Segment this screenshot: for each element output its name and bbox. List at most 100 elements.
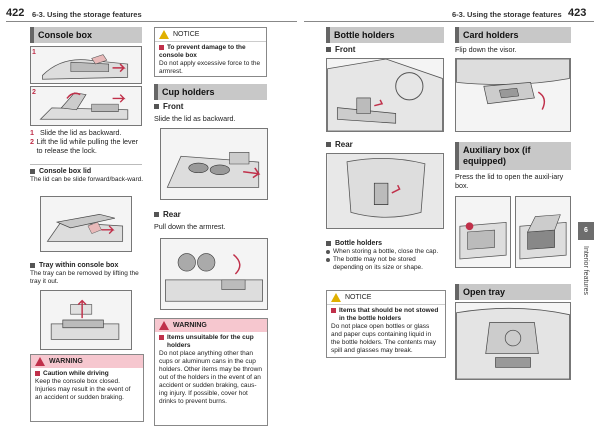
notice-title-row: To prevent damage to the console box (159, 44, 262, 60)
notice-header: NOTICE (327, 291, 445, 305)
notice-triangle-icon (159, 30, 169, 39)
bottle-info: Bottle holders When storing a bottle, cl… (326, 240, 446, 272)
bottle-bullet-1: When storing a bottle, close the cap. (326, 248, 446, 256)
cup-rear-label-row: Rear (154, 210, 181, 219)
notice-label: NOTICE (173, 31, 200, 38)
front-bottle-holder-illustration (327, 59, 443, 131)
console-warning-box: WARNING Caution while driving Keep the c… (30, 354, 144, 422)
aux-box-open-illustration (516, 197, 570, 267)
aux-box-text: Press the lid to open the auxil-iary box… (455, 172, 564, 190)
console-lid-lift-illustration (32, 87, 140, 125)
right-section-title: 6-3. Using the storage features (452, 10, 562, 19)
console-lid-title-row: Console box lid (30, 168, 144, 176)
bullet-square-icon (30, 168, 35, 174)
bullet-dot-icon (326, 250, 330, 254)
warning-title-row: Items unsuitable for the cup holders (159, 334, 263, 350)
notice-title-row: Items that should be not stowed in the b… (331, 307, 441, 323)
notice-title: Items that should be not stowed in the b… (339, 307, 439, 322)
tray-removal-illustration (41, 291, 131, 349)
front-cup-holder-illustration (161, 129, 267, 199)
open-tray-illustration (456, 303, 570, 379)
warning-body: Caution while driving Keep the console b… (31, 368, 143, 404)
bottle-info-title-row: Bottle holders (326, 240, 446, 248)
bullet-square-icon (154, 104, 159, 110)
cup-warning-box: WARNING Items unsuitable for the cup hol… (154, 318, 268, 426)
warning-title-row: Caution while driving (35, 370, 139, 378)
notice-text: Do not apply excessive force to the armr… (159, 60, 261, 75)
card-holders-figure (455, 58, 571, 132)
notice-text: Do not place open bottles or glass and p… (331, 323, 437, 354)
red-square-icon (159, 44, 164, 50)
figure-2-label: 2 (32, 89, 36, 96)
step-1: 1 Slide the lid as backward. (30, 128, 144, 137)
cup-rear-figure (160, 238, 268, 310)
bottle-notice-box: NOTICE Items that should be not stowed i… (326, 290, 446, 358)
warning-triangle-icon (35, 357, 45, 366)
cup-rear-text: Pull down the armrest. (154, 222, 226, 231)
rear-bottle-holder-illustration (327, 154, 443, 228)
bottle-front-label-row: Front (326, 45, 355, 54)
console-notice-box: NOTICE To prevent damage to the console … (154, 27, 267, 77)
notice-body: To prevent damage to the console box Do … (155, 42, 266, 78)
console-lid-title: Console box lid (39, 168, 92, 175)
bottle-holders-heading: Bottle holders (326, 27, 444, 43)
tray-text: The tray can be removed by lifting the t… (30, 270, 139, 285)
step-number: 1 (30, 128, 34, 137)
warning-title: Caution while driving (43, 370, 109, 377)
bullet-square-icon (30, 262, 35, 268)
console-lid-illustration (41, 197, 131, 251)
console-box-heading: Console box (30, 27, 142, 43)
notice-body: Items that should be not stowed in the b… (327, 305, 445, 357)
console-lid-info: Console box lid The lid can be slide for… (30, 168, 144, 184)
aux-box-figure-closed (455, 196, 511, 268)
red-square-icon (159, 335, 164, 340)
left-section-title: 6-3. Using the storage features (32, 10, 142, 19)
figure-1-label: 1 (32, 49, 36, 56)
warning-text: Do not place anything other than cups or… (159, 350, 262, 405)
warning-header: WARNING (155, 319, 267, 332)
left-page-number: 422 (6, 7, 25, 19)
bullet-text: The bottle may not be stored depending o… (333, 256, 423, 271)
bullet-square-icon (326, 240, 331, 246)
aux-box-heading: Auxiliary box (if equipped) (455, 142, 571, 170)
cup-front-text: Slide the lid as backward. (154, 114, 236, 123)
cup-front-figure (160, 128, 268, 200)
bullet-text: When storing a bottle, close the cap. (333, 248, 439, 255)
cup-front-label: Front (163, 102, 184, 111)
warning-header: WARNING (31, 355, 143, 368)
warning-text: Keep the console box closed. Injuries ma… (35, 378, 131, 401)
warning-body: Items unsuitable for the cup holders Do … (155, 332, 267, 408)
notice-label: NOTICE (345, 294, 372, 301)
chapter-tab-label: Interior features (582, 246, 589, 296)
bottle-info-title: Bottle holders (335, 240, 383, 247)
bottle-rear-figure (326, 153, 444, 229)
notice-header: NOTICE (155, 28, 266, 42)
notice-triangle-icon (331, 293, 341, 302)
bullet-square-icon (326, 47, 331, 53)
warning-label: WARNING (49, 358, 83, 365)
bottle-front-figure (326, 58, 444, 132)
warning-title: Items unsuitable for the cup holders (167, 334, 254, 349)
bottle-rear-label: Rear (335, 140, 353, 149)
chapter-tab-number: 6 (578, 222, 594, 240)
bullet-square-icon (326, 142, 331, 148)
right-header-rule (304, 21, 594, 22)
visor-card-holder-illustration (456, 59, 570, 131)
notice-title: To prevent damage to the console box (159, 44, 246, 59)
tray-figure (40, 290, 132, 350)
console-lid-text: The lid can be slide forward/back-ward. (30, 176, 144, 183)
aux-box-figure-open (515, 196, 571, 268)
console-box-figure-2 (30, 86, 142, 126)
red-square-icon (331, 308, 336, 313)
console-lid-slide-illustration (32, 47, 140, 83)
step-text: Lift the lid while pulling the lever to … (36, 137, 139, 155)
card-holders-heading: Card holders (455, 27, 571, 43)
divider (30, 164, 142, 165)
cup-holders-heading: Cup holders (154, 84, 267, 100)
tray-title: Tray within console box (39, 262, 119, 269)
step-text: Slide the lid as backward. (40, 128, 122, 137)
card-holders-text: Flip down the visor. (455, 45, 517, 54)
bullet-dot-icon (326, 258, 330, 262)
